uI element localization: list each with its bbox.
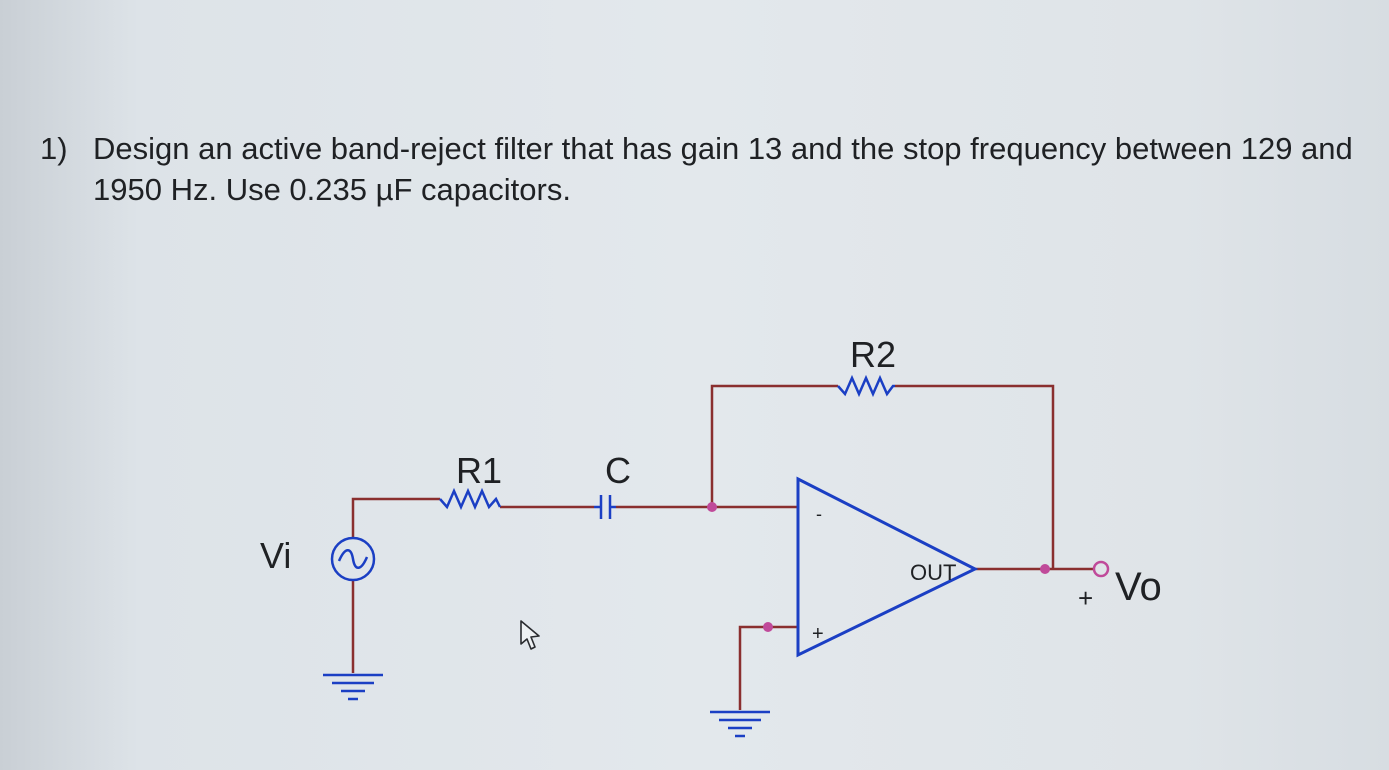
c-label: C (605, 450, 631, 491)
r2-label: R2 (850, 334, 896, 375)
mouse-cursor-icon (520, 620, 540, 650)
opamp-plus-label: + (812, 623, 824, 645)
ac-source (330, 536, 376, 582)
ground-opamp (710, 710, 770, 738)
wire-feedback-right (895, 384, 1055, 569)
node-output (1040, 564, 1050, 574)
wire-feedback-left (710, 384, 838, 507)
source-label: Vi (260, 535, 291, 576)
sine-wave-icon (337, 549, 369, 569)
output-label: Vo (1115, 565, 1162, 609)
resistor-r1-symbol (439, 487, 502, 511)
wires (351, 384, 1093, 710)
r1-label: R1 (456, 450, 502, 491)
wire-noninverting-to-ground (738, 625, 798, 710)
question-number: 1) (40, 131, 68, 166)
capacitor-c-symbol (594, 495, 616, 519)
question-text: Design an active band-reject filter that… (93, 131, 1353, 207)
node-noninverting (763, 622, 773, 632)
opamp-out-label: OUT (910, 560, 956, 585)
opamp-triangle (796, 476, 979, 658)
node-inverting (707, 502, 717, 512)
output-plus-sign: + (1078, 583, 1093, 613)
junction-nodes (707, 502, 1050, 632)
wire-source-to-r1 (351, 497, 440, 538)
ground-source (323, 673, 383, 701)
output-terminal (1092, 560, 1110, 578)
resistor-r2-symbol (837, 374, 895, 398)
opamp-minus-label: - (816, 504, 822, 524)
